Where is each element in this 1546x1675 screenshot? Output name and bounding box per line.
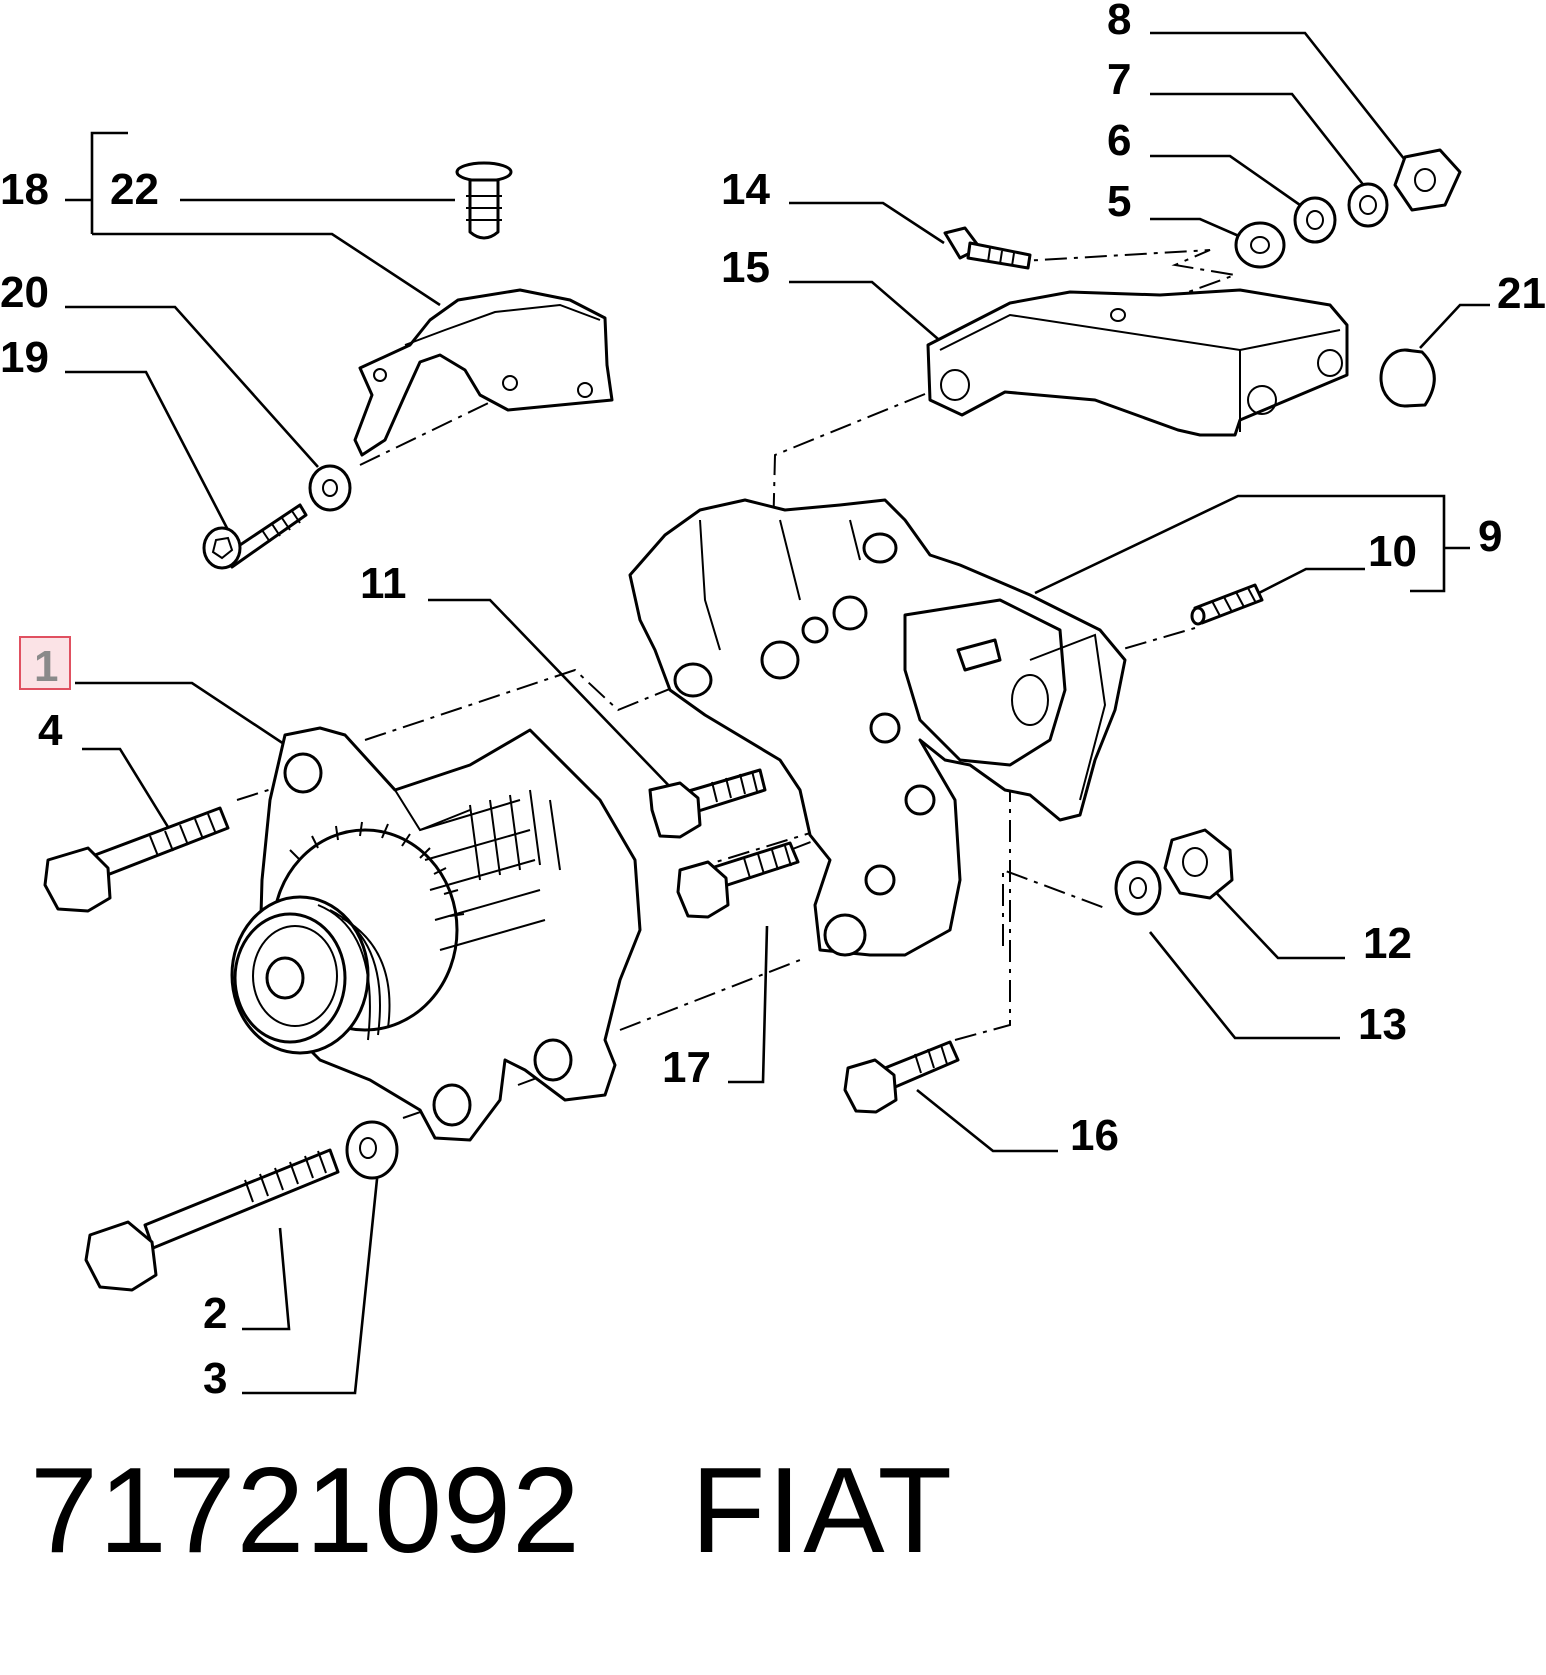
bolt-2[interactable]: [84, 1148, 340, 1292]
alternator-body-ribs: [419, 789, 561, 951]
part-number: 71721092: [30, 1442, 581, 1578]
leader-7: [1150, 92, 1367, 188]
callout-6[interactable]: 6: [1107, 116, 1131, 165]
callout-5[interactable]: 5: [1107, 177, 1131, 226]
leader-11: [428, 598, 676, 793]
bolt-16[interactable]: [843, 1040, 960, 1114]
alternator-pulley: [230, 895, 391, 1055]
bushing-21[interactable]: [1379, 348, 1436, 408]
bracket-9: [1034, 494, 1446, 595]
spacer-5[interactable]: [1234, 221, 1286, 269]
callout-13[interactable]: 13: [1358, 1000, 1407, 1049]
bolt-17[interactable]: [676, 841, 800, 919]
leader-8: [1150, 31, 1407, 161]
footer: 71721092 FIAT: [30, 1440, 954, 1580]
clip-22[interactable]: [455, 161, 513, 240]
bracket-18: [90, 131, 128, 234]
callout-2[interactable]: 2: [203, 1289, 227, 1338]
leader-22b: [92, 232, 441, 307]
support-bracket-9[interactable]: [628, 498, 1127, 957]
callout-14[interactable]: 14: [721, 165, 770, 214]
callout-22[interactable]: 22: [110, 165, 159, 214]
leader-15: [789, 280, 946, 346]
callout-16[interactable]: 16: [1070, 1111, 1119, 1160]
leader-5: [1150, 217, 1249, 242]
leader-13: [1148, 931, 1340, 1040]
arm-bracket-15[interactable]: [926, 288, 1349, 437]
washer-3[interactable]: [345, 1120, 399, 1180]
nut-12[interactable]: [1163, 828, 1234, 900]
washer-20[interactable]: [308, 464, 352, 512]
bolt-11[interactable]: [648, 768, 767, 839]
bolt-14[interactable]: [943, 226, 1032, 270]
leader-17: [728, 925, 769, 1084]
callout-8[interactable]: 8: [1107, 0, 1131, 44]
leader-14: [789, 201, 945, 245]
callout-21[interactable]: 21: [1497, 269, 1546, 318]
stud-10[interactable]: [1190, 583, 1264, 626]
lock-washer-7[interactable]: [1347, 182, 1389, 228]
leader-6: [1150, 154, 1311, 214]
bolt-4[interactable]: [43, 806, 230, 913]
callout-11[interactable]: 11: [360, 559, 407, 608]
callout-12[interactable]: 12: [1363, 919, 1412, 968]
callout-20[interactable]: 20: [0, 268, 49, 317]
nut-8[interactable]: [1393, 148, 1462, 212]
leader-lines: [65, 31, 1490, 1395]
cover-plate-18[interactable]: [353, 288, 614, 457]
callout-1[interactable]: 1: [34, 642, 58, 691]
leader-3: [242, 1149, 382, 1395]
callout-17[interactable]: 17: [662, 1043, 711, 1092]
alternator-1[interactable]: [230, 726, 642, 1142]
callout-19[interactable]: 19: [0, 333, 49, 382]
washer-13[interactable]: [1114, 860, 1162, 916]
bolt-19[interactable]: [202, 503, 308, 570]
brand-name: FIAT: [690, 1442, 955, 1578]
leader-20: [65, 305, 319, 468]
callout-15[interactable]: 15: [721, 243, 770, 292]
leader-4: [82, 747, 170, 828]
leader-10: [1254, 567, 1365, 597]
leader-21: [1419, 303, 1490, 349]
callout-3[interactable]: 3: [203, 1354, 227, 1403]
callout-1-highlight: [19, 636, 71, 690]
leader-12: [1206, 882, 1345, 960]
callout-9[interactable]: 9: [1478, 512, 1502, 561]
washer-6[interactable]: [1293, 196, 1337, 244]
callout-7[interactable]: 7: [1107, 55, 1131, 104]
callout-18[interactable]: 18: [0, 165, 49, 214]
callout-10[interactable]: 10: [1368, 527, 1417, 576]
leader-16: [916, 1088, 1058, 1153]
leader-1: [75, 681, 288, 748]
callout-4[interactable]: 4: [38, 706, 63, 755]
leader-19: [65, 370, 230, 531]
leader-2: [242, 1227, 291, 1331]
